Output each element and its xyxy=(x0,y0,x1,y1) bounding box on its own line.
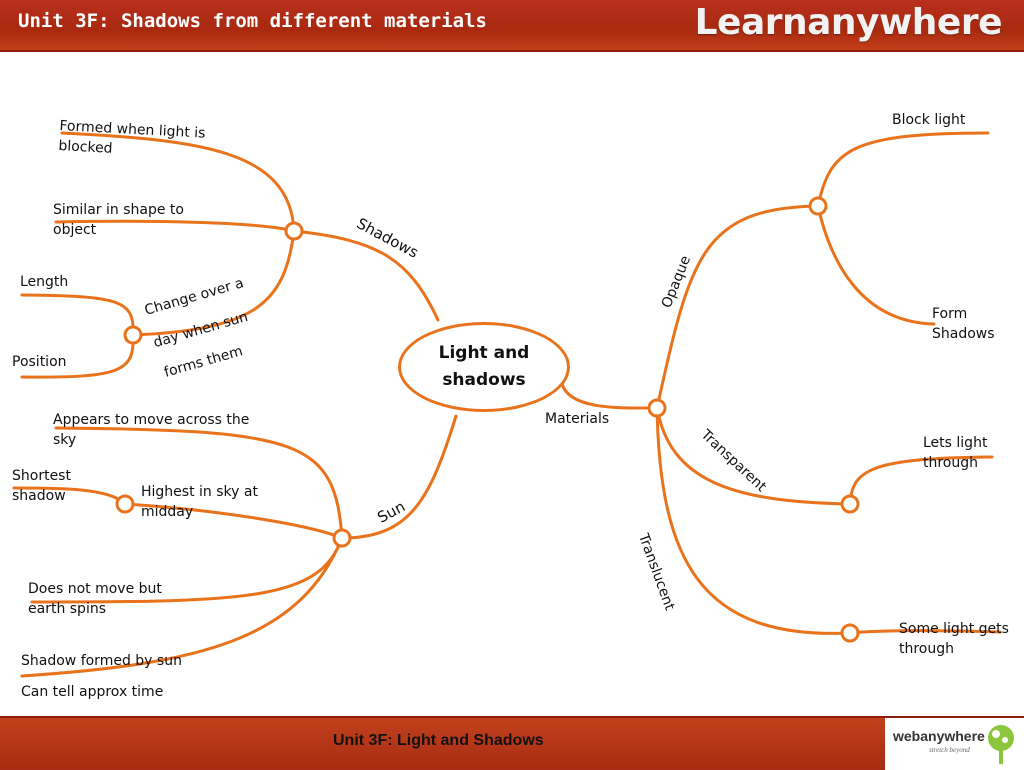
leaf-some: Some light gets through xyxy=(899,621,1009,657)
header-bar: Unit 3F: Shadows from different material… xyxy=(0,0,1024,52)
center-node: Light and shadows xyxy=(398,322,570,412)
leaf-shortest: Shortest shadow xyxy=(12,468,71,504)
leaf-appears: Appears to move across the sky xyxy=(53,412,250,448)
sun-node xyxy=(332,528,352,548)
opaque-node xyxy=(808,196,828,216)
materials-branch-label: Materials xyxy=(545,411,610,427)
leaf-position: Position xyxy=(12,354,67,370)
shadows-node xyxy=(284,221,304,241)
leaf-block: Block light xyxy=(892,112,966,128)
leaf-length: Length xyxy=(20,274,69,290)
change-node xyxy=(123,325,143,345)
materials-node xyxy=(647,398,667,418)
leaf-not-move: Does not move but earth spins xyxy=(28,581,162,617)
footer-tagline: stretch beyond xyxy=(929,746,970,754)
webanywhere-logo: webanywhere xyxy=(893,728,985,744)
translucent-node xyxy=(840,623,860,643)
brand-logo: Learnanywhere xyxy=(694,2,1003,43)
center-label: Light and shadows xyxy=(438,343,530,390)
leaf-lets: Lets light through xyxy=(923,435,988,471)
leaf-shadow-formed: Shadow formed by sun xyxy=(21,653,182,669)
footer-title: Unit 3F: Light and Shadows xyxy=(333,732,544,749)
highest-node xyxy=(115,494,135,514)
leaf-similar: Similar in shape to object xyxy=(53,202,184,238)
page-title: Unit 3F: Shadows from different material… xyxy=(18,10,487,32)
footer-logo-box: webanywhere stretch beyond xyxy=(885,718,1024,770)
transparent-node xyxy=(840,494,860,514)
leaf-form: Form Shadows xyxy=(932,306,995,342)
footer-bar: Unit 3F: Light and Shadows webanywhere s… xyxy=(0,716,1024,770)
leaf-tell-time: Can tell approx time xyxy=(21,684,164,700)
tree-icon xyxy=(988,725,1014,764)
leaf-highest: Highest in sky at midday xyxy=(141,484,258,520)
